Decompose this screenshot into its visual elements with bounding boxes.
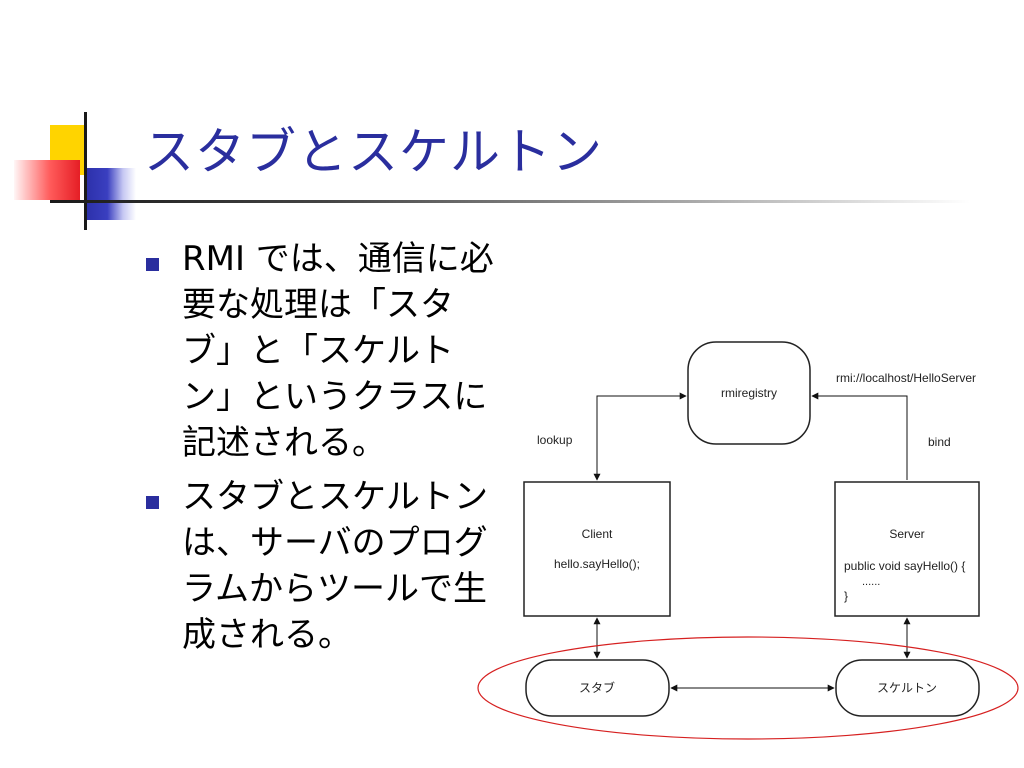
client-code: hello.sayHello(); [554,557,640,571]
decor-horizontal-rule [50,200,970,203]
stub-node [525,659,670,717]
server-title: Server [889,527,924,541]
rmiregistry-label: rmiregistry [721,386,777,400]
decor-red-bar [14,160,80,200]
decor-blue-square [84,168,136,220]
server-code-line: } [844,589,848,603]
bullet-text: RMI では、通信に必要な処理は「スタブ」と「スケルトン」というクラスに記述され… [182,239,494,463]
client-title: Client [582,527,613,541]
registry-url-label: rmi://localhost/HelloServer [836,371,976,385]
lookup-label: lookup [537,433,573,447]
bind-label: bind [928,435,951,449]
slide-title: スタブとスケルトン [144,123,603,181]
skeleton-label: スケルトン [877,681,937,695]
bullet-square-icon [146,496,159,509]
decor-vertical-line [84,112,87,230]
server-node [834,481,980,617]
highlight-ellipse [477,636,1019,740]
bind-arrow [811,392,908,480]
bullet-item: スタブとスケルトンは、サーバのプログラムからツールで生成される。 [140,474,510,658]
server-code-line: public void sayHello() { [844,559,965,573]
skeleton-node [835,659,980,717]
bullet-list: RMI では、通信に必要な処理は「スタブ」と「スケルトン」というクラスに記述され… [140,236,510,666]
bullet-item: RMI では、通信に必要な処理は「スタブ」と「スケルトン」というクラスに記述され… [140,236,510,466]
server-code-line: ...... [862,576,880,588]
bullet-text: スタブとスケルトンは、サーバのプログラムからツールで生成される。 [182,477,488,655]
client-node [523,481,671,617]
rmiregistry-node [687,341,811,445]
bullet-square-icon [146,258,159,271]
lookup-arrow [593,392,687,481]
stub-label: スタブ [579,680,615,695]
